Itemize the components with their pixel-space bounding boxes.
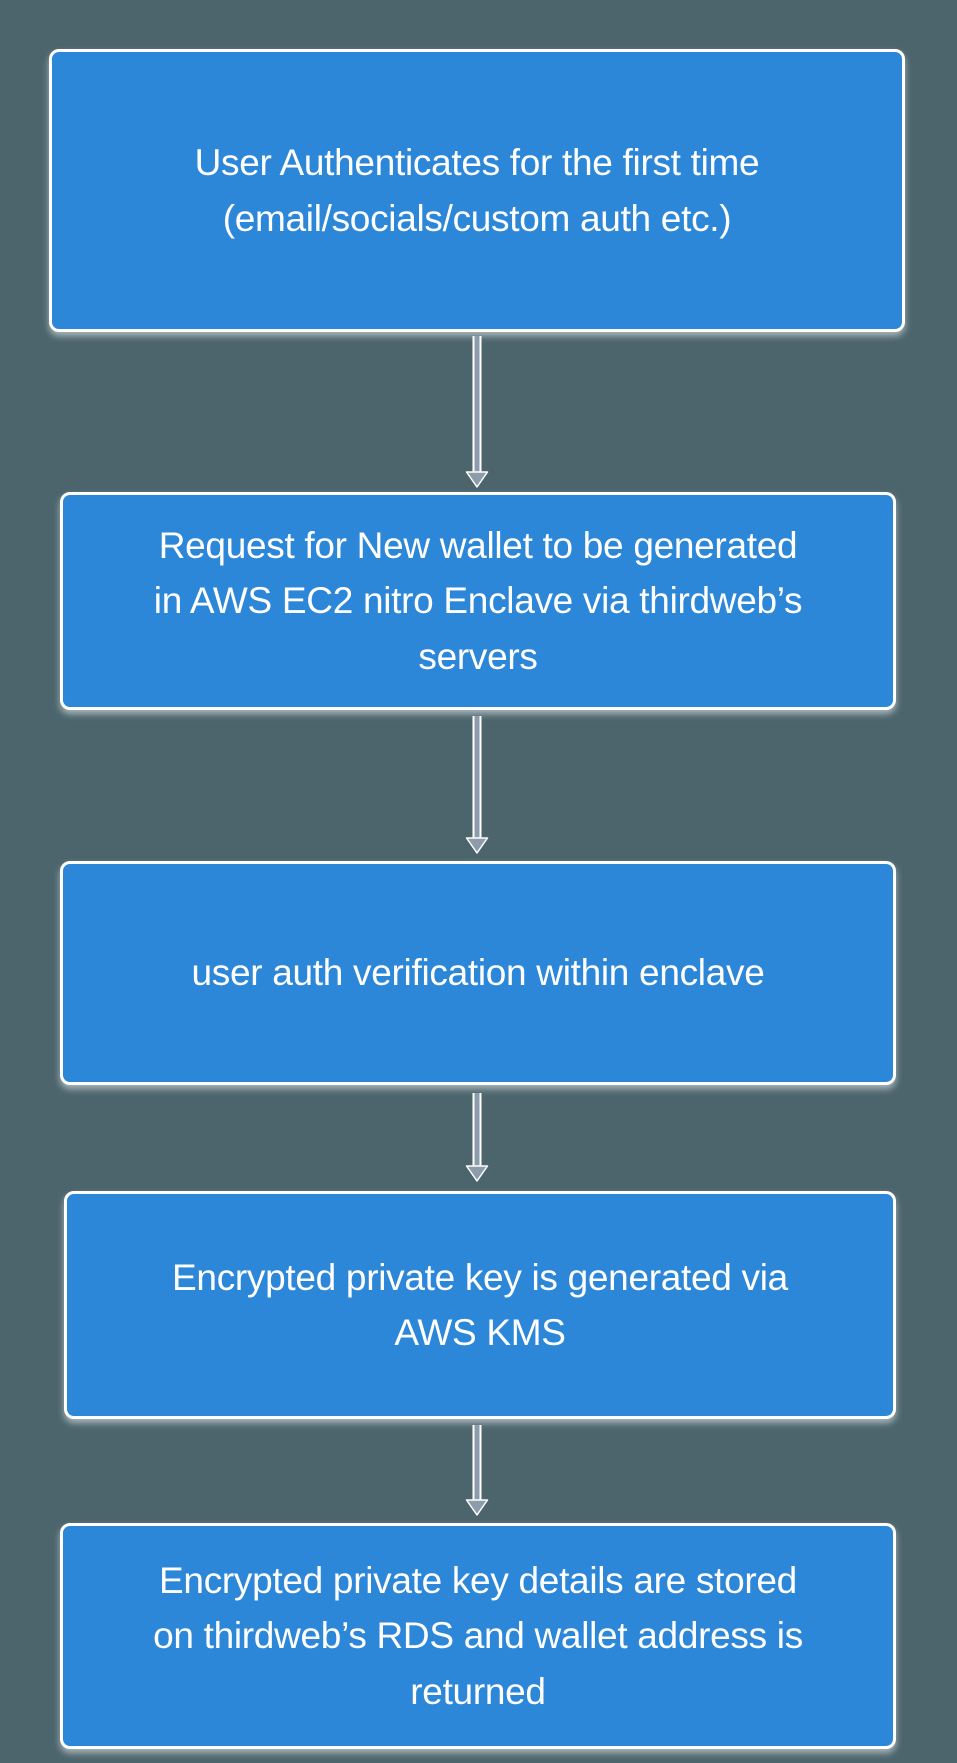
flow-node-encrypted-key-generated: Encrypted private key is generated via A… xyxy=(64,1191,896,1419)
flow-node-auth-verification: user auth verification within enclave xyxy=(60,861,896,1085)
flow-node-label: user auth verification within enclave xyxy=(191,952,765,994)
flow-node-user-authenticates: User Authenticates for the first time (e… xyxy=(49,49,905,332)
flow-node-label: Request for New wallet to be generated i… xyxy=(153,524,803,677)
arrow-down-icon xyxy=(465,1425,489,1516)
flow-node-request-new-wallet: Request for New wallet to be generated i… xyxy=(60,492,896,710)
arrow-down-icon xyxy=(465,336,489,488)
flow-node-label: Encrypted private key is generated via A… xyxy=(172,1256,788,1354)
flow-node-encrypted-key-stored: Encrypted private key details are stored… xyxy=(60,1523,896,1749)
arrow-down-icon xyxy=(465,1093,489,1182)
flow-node-label: Encrypted private key details are stored… xyxy=(153,1559,803,1712)
arrow-down-icon xyxy=(465,716,489,854)
flow-node-label: User Authenticates for the first time (e… xyxy=(194,142,760,239)
